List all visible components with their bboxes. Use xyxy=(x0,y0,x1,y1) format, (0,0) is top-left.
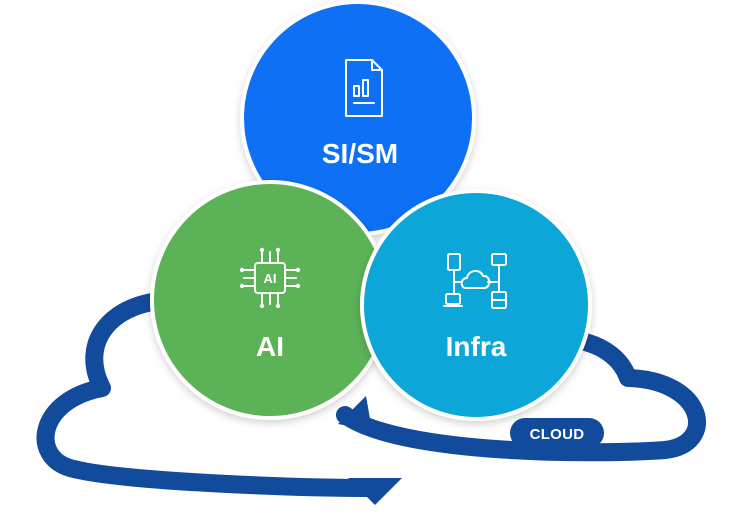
si-sm-label: SI/SM xyxy=(322,138,398,169)
cloud-arrow-left-icon xyxy=(338,396,372,430)
infra-circle xyxy=(360,189,592,421)
infra-label: Infra xyxy=(446,331,507,362)
cloud-badge-label: CLOUD xyxy=(530,426,585,443)
report-document-icon xyxy=(345,59,383,117)
infra-node xyxy=(360,189,592,421)
ai-chip-icon: AI xyxy=(239,247,301,309)
cloud-badge: CLOUD xyxy=(510,418,604,448)
ai-chip-text: AI xyxy=(264,271,277,286)
cloud-network-icon xyxy=(443,253,507,309)
cloud-outline xyxy=(36,291,706,505)
cloud-arrow-down-icon xyxy=(348,478,402,505)
cloud-outline-path xyxy=(36,291,706,497)
ai-label: AI xyxy=(256,331,284,362)
cloud-badge-pill xyxy=(510,418,604,448)
